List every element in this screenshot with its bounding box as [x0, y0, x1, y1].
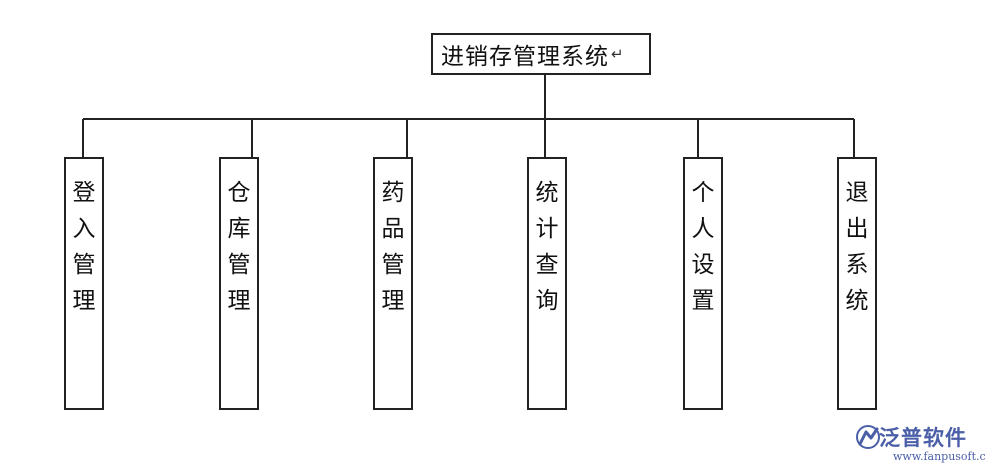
module-personal-settings: 个 人 设 置: [683, 157, 723, 410]
module-label-char: 人: [691, 216, 715, 242]
module-statistics-query: 统 计 查 询: [527, 157, 567, 410]
module-label-char: 系: [845, 252, 869, 278]
fanpu-logo-icon: [856, 425, 880, 449]
root-label: 进销存管理系统: [441, 44, 609, 70]
module-label-char: 出: [845, 216, 869, 242]
module-label-char: 设: [691, 252, 715, 278]
module-label-char: 理: [381, 288, 405, 314]
module-label-char: 计: [535, 216, 559, 242]
module-label-char: 药: [381, 180, 405, 206]
module-label-char: 询: [535, 288, 559, 314]
module-login-management: 登 入 管 理: [64, 157, 104, 410]
watermark-name: 泛普软件: [879, 426, 967, 450]
module-label-char: 统: [535, 180, 559, 206]
module-label-char: 理: [227, 288, 251, 314]
module-label-char: 个: [691, 180, 715, 206]
module-label-char: 查: [535, 252, 559, 278]
watermark: 泛普软件 www.fanpusoft.com: [855, 422, 985, 466]
module-drug-management: 药 品 管 理: [373, 157, 413, 410]
root-node: 进销存管理系统↵: [431, 33, 651, 75]
return-mark: ↵: [611, 45, 625, 63]
module-exit-system: 退 出 系 统: [837, 157, 877, 410]
module-label-char: 库: [227, 216, 251, 242]
module-label-char: 登: [72, 180, 96, 206]
module-label-char: 管: [381, 252, 405, 278]
module-label-char: 退: [845, 180, 869, 206]
module-warehouse-management: 仓 库 管 理: [219, 157, 259, 410]
module-label-char: 置: [691, 288, 715, 314]
module-label-char: 统: [845, 288, 869, 314]
module-label-char: 入: [72, 216, 96, 242]
module-label-char: 理: [72, 288, 96, 314]
module-label-char: 品: [381, 216, 405, 242]
module-label-char: 管: [227, 252, 251, 278]
module-label-char: 管: [72, 252, 96, 278]
module-label-char: 仓: [227, 180, 251, 206]
watermark-url: www.fanpusoft.com: [893, 450, 985, 463]
